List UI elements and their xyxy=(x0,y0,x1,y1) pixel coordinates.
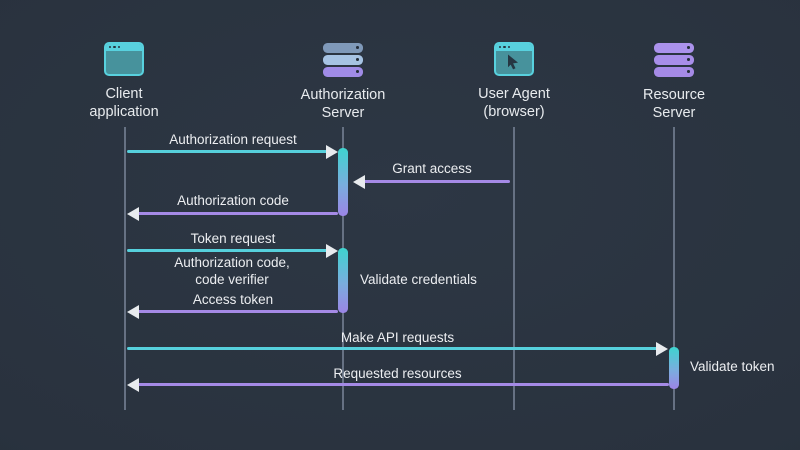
actor-label-authorization-server: Authorization Server xyxy=(300,86,386,121)
message-label-make-api-requests: Make API requests xyxy=(340,330,455,345)
actor-label-user-agent: User Agent (browser) xyxy=(478,86,550,120)
browser-window-icon xyxy=(104,42,144,76)
actor-authorization-server: Authorization Server xyxy=(283,42,403,122)
mouse-cursor-icon xyxy=(508,54,518,69)
lifeline-user-agent xyxy=(513,127,515,410)
lifeline-resource-server xyxy=(673,127,675,410)
actor-resource-server: Resource Server xyxy=(614,42,734,122)
arrow-make-api-requests xyxy=(127,341,668,356)
actor-client-application: Client application xyxy=(64,42,184,121)
message-label-authorization-request: Authorization request xyxy=(169,132,297,147)
lifeline-client-application xyxy=(124,127,126,410)
arrow-requested-resources xyxy=(127,377,669,392)
note-authorization-code-verifier: Authorization code, code verifier xyxy=(174,255,290,287)
server-stack-icon xyxy=(654,42,694,77)
activation-bar-resource-server xyxy=(669,347,679,389)
annotation-validate-token: Validate token xyxy=(690,359,775,374)
activation-bar-auth-server-2 xyxy=(338,248,348,313)
actor-user-agent: User Agent (browser) xyxy=(454,42,574,121)
message-label-token-request: Token request xyxy=(190,231,276,246)
message-label-requested-resources: Requested resources xyxy=(333,366,462,381)
activation-bar-auth-server-1 xyxy=(338,148,348,216)
message-label-authorization-code: Authorization code xyxy=(177,193,289,208)
browser-titlebar xyxy=(496,44,532,51)
browser-titlebar xyxy=(106,44,142,51)
message-label-access-token: Access token xyxy=(192,292,274,307)
arrow-authorization-request xyxy=(127,144,338,159)
server-stack-icon xyxy=(323,42,363,77)
actor-label-client-application: Client application xyxy=(89,86,159,120)
message-label-grant-access: Grant access xyxy=(392,161,472,176)
arrow-access-token xyxy=(127,304,338,319)
actor-label-resource-server: Resource Server xyxy=(642,86,706,121)
annotation-validate-credentials: Validate credentials xyxy=(360,272,477,287)
arrow-token-request xyxy=(127,243,338,258)
arrow-authorization-code xyxy=(127,206,338,221)
browser-cursor-icon xyxy=(494,42,534,76)
arrow-grant-access xyxy=(353,174,510,189)
